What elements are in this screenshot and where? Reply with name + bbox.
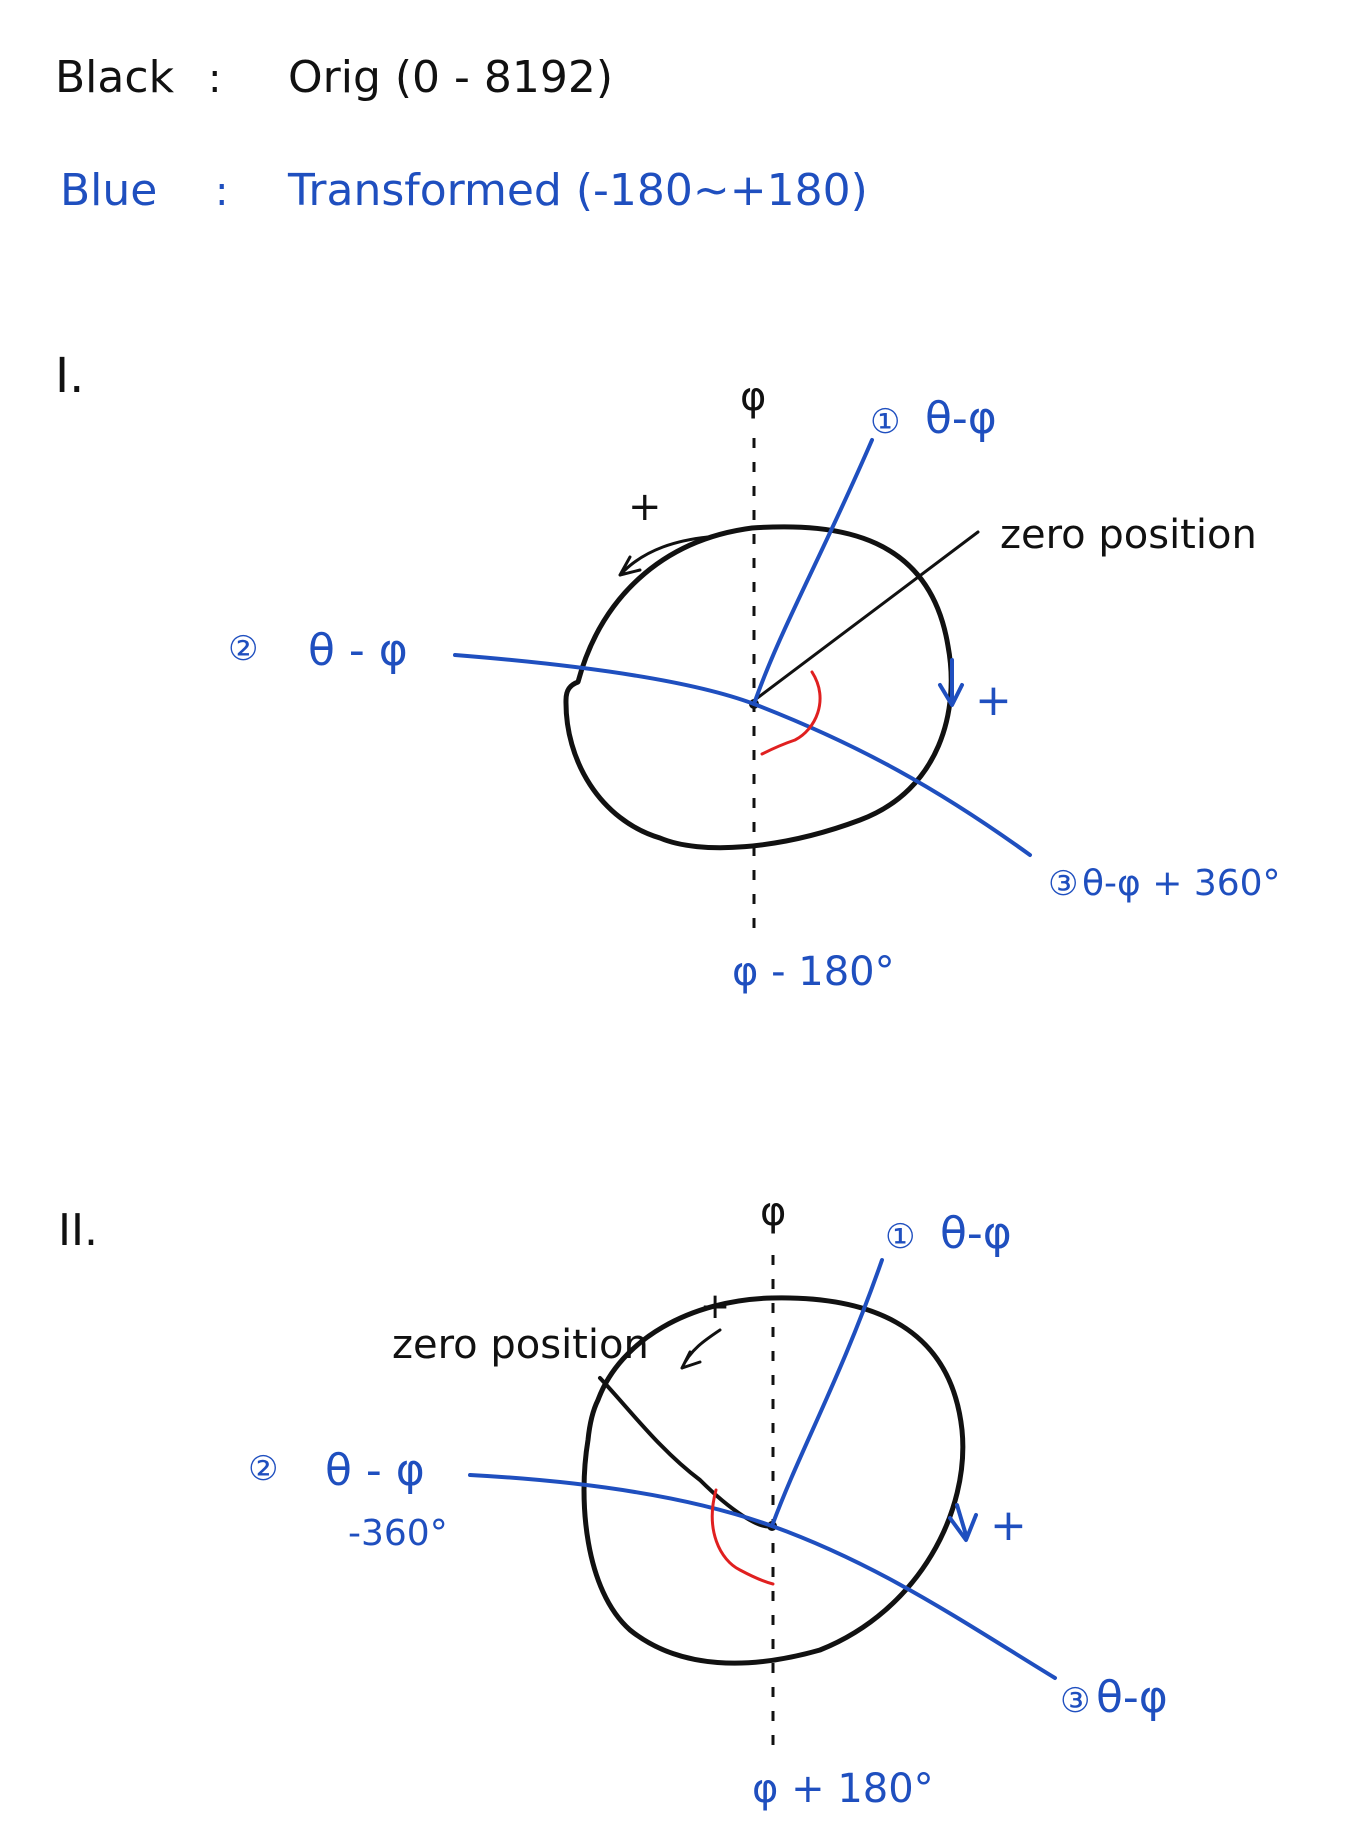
- section-1-line-1-label: θ-φ: [925, 393, 997, 444]
- section-2-line-3-label: θ-φ: [1096, 1672, 1168, 1723]
- section-1-line-1-number: ①: [870, 402, 900, 442]
- section-2-left-arrow-icon: [680, 1328, 722, 1370]
- section-1-left-arrow-icon: [618, 535, 710, 577]
- legend-black-text: Orig (0 - 8192): [288, 52, 613, 103]
- section-1-axis-top-label: φ: [740, 374, 766, 420]
- section-2-title: II.: [58, 1205, 98, 1256]
- section-2-line-2: [468, 1473, 774, 1528]
- legend-black-separator: :: [208, 56, 221, 102]
- section-2-line-3-number: ③: [1060, 1681, 1090, 1721]
- section-1-line-2: [453, 653, 756, 706]
- section-2-plus-left: +: [700, 1286, 730, 1327]
- section-1-line-2-label: θ - φ: [308, 625, 408, 676]
- legend-black-label: Black: [55, 52, 175, 103]
- legend: Black : Orig (0 - 8192) Blue : Transform…: [55, 52, 868, 216]
- section-2-line-2-sublabel: -360°: [348, 1513, 448, 1554]
- section-1-title: I.: [55, 348, 84, 404]
- section-1-line-3-number: ③: [1048, 864, 1078, 904]
- section-1-line-3: [752, 702, 1032, 857]
- legend-blue-text: Transformed (-180~+180): [287, 165, 868, 216]
- section-1-plus-left: +: [628, 484, 662, 530]
- section-2-axis-top-label: φ: [760, 1189, 786, 1235]
- section-1-axis-bottom-label: φ - 180°: [732, 949, 895, 995]
- section-2-zero-line: [598, 1376, 774, 1529]
- section-2-right-arrow-icon: [948, 1503, 978, 1542]
- section-1-plus-right: +: [975, 675, 1012, 726]
- section-2-plus-right: +: [990, 1500, 1027, 1551]
- section-1-right-arrow-icon: [938, 658, 964, 707]
- section-1-line-1: [752, 438, 874, 706]
- section-2-zero-label: zero position: [392, 1322, 649, 1368]
- section-1-line-2-number: ②: [228, 629, 258, 669]
- section-2-line-1-number: ①: [885, 1217, 915, 1257]
- section-1: I. φ φ - 180° zero position + + ① θ-φ ② …: [55, 348, 1281, 995]
- section-2-line-2-label: θ - φ: [325, 1445, 425, 1496]
- legend-blue-separator: :: [215, 169, 228, 215]
- legend-blue-label: Blue: [60, 165, 157, 216]
- section-1-angle-arc: [760, 670, 822, 756]
- section-1-line-3-label: θ-φ + 360°: [1082, 863, 1281, 904]
- section-2: II. φ φ + 180° zero position + + ① θ-φ ②…: [58, 1189, 1168, 1812]
- section-1-zero-label: zero position: [1000, 512, 1257, 558]
- section-1-circle: [563, 524, 954, 851]
- section-2-line-1-label: θ-φ: [940, 1208, 1012, 1259]
- section-1-zero-line: [750, 530, 980, 704]
- section-2-angle-arc: [710, 1488, 775, 1586]
- section-2-line-2-number: ②: [248, 1449, 278, 1489]
- section-2-line-1: [770, 1258, 884, 1528]
- section-2-line-3: [770, 1524, 1057, 1680]
- section-2-axis-bottom-label: φ + 180°: [752, 1766, 934, 1812]
- section-2-circle: [581, 1295, 966, 1666]
